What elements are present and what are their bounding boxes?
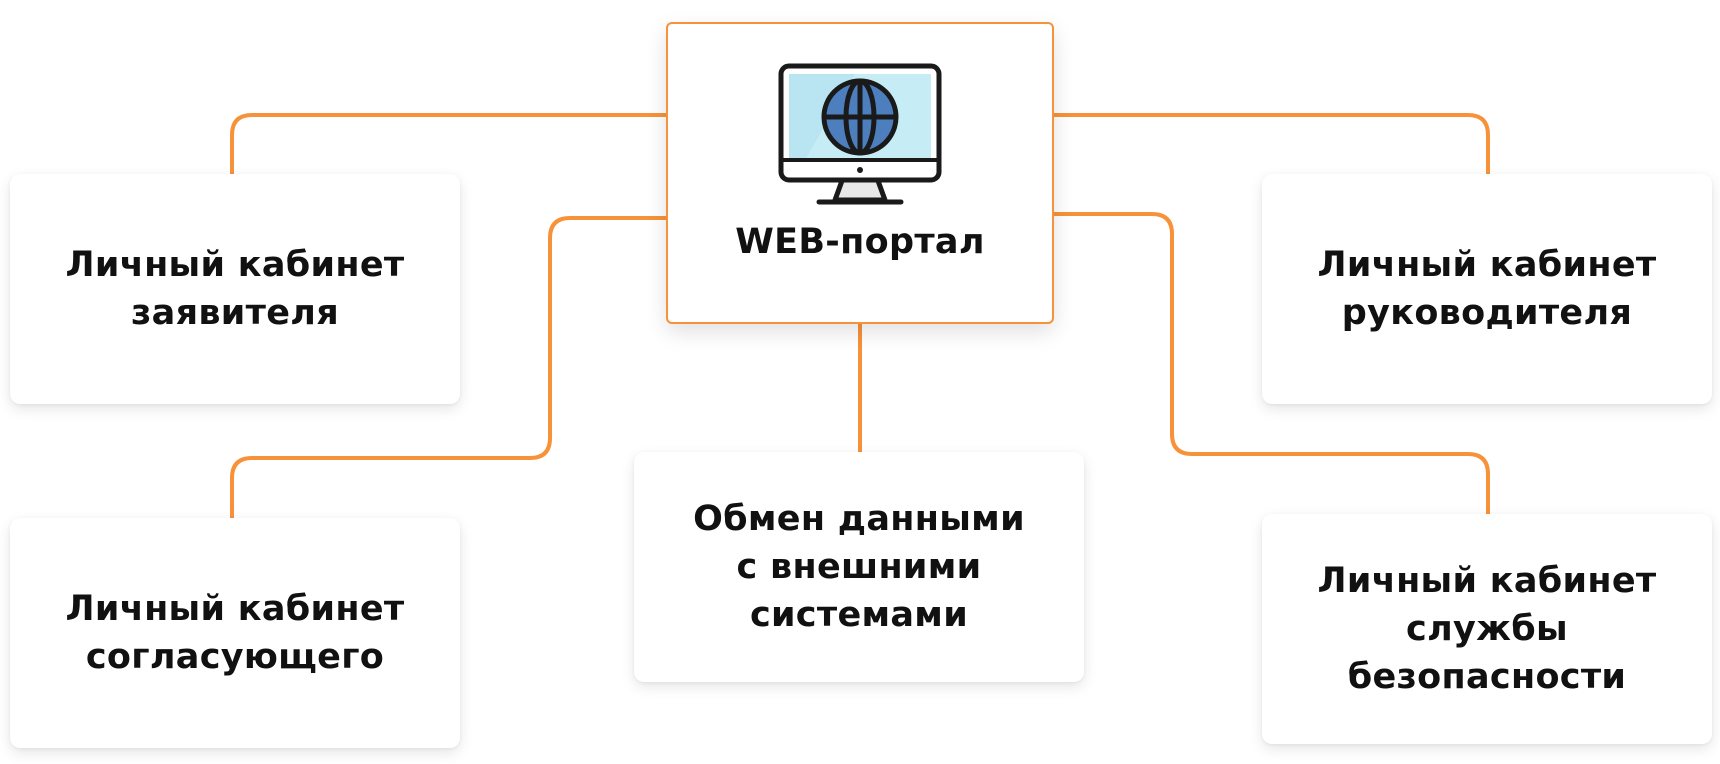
manager-cabinet-label: Личный кабинет руководителя [1317,245,1657,333]
connector-approver [230,216,666,518]
manager-cabinet-node: Личный кабинет руководителя [1262,174,1712,404]
external-exchange-node: Обмен данными с внешними системами [634,452,1084,682]
security-cabinet-node: Личный кабинет службы безопасности [1262,514,1712,744]
web-portal-node: WEB-портал [666,22,1054,324]
connector-manager [1054,113,1490,174]
approver-cabinet-label: Личный кабинет согласующего [65,589,405,677]
applicant-cabinet-node: Личный кабинет заявителя [10,174,460,404]
connector-security [1054,212,1490,514]
external-exchange-label: Обмен данными с внешними системами [693,499,1025,635]
approver-cabinet-node: Личный кабинет согласующего [10,518,460,748]
connector-applicant [230,113,666,174]
globe-monitor-icon [778,63,942,205]
web-portal-label: WEB-портал [735,222,985,262]
security-cabinet-label: Личный кабинет службы безопасности [1317,561,1657,697]
applicant-cabinet-label: Личный кабинет заявителя [65,245,405,333]
